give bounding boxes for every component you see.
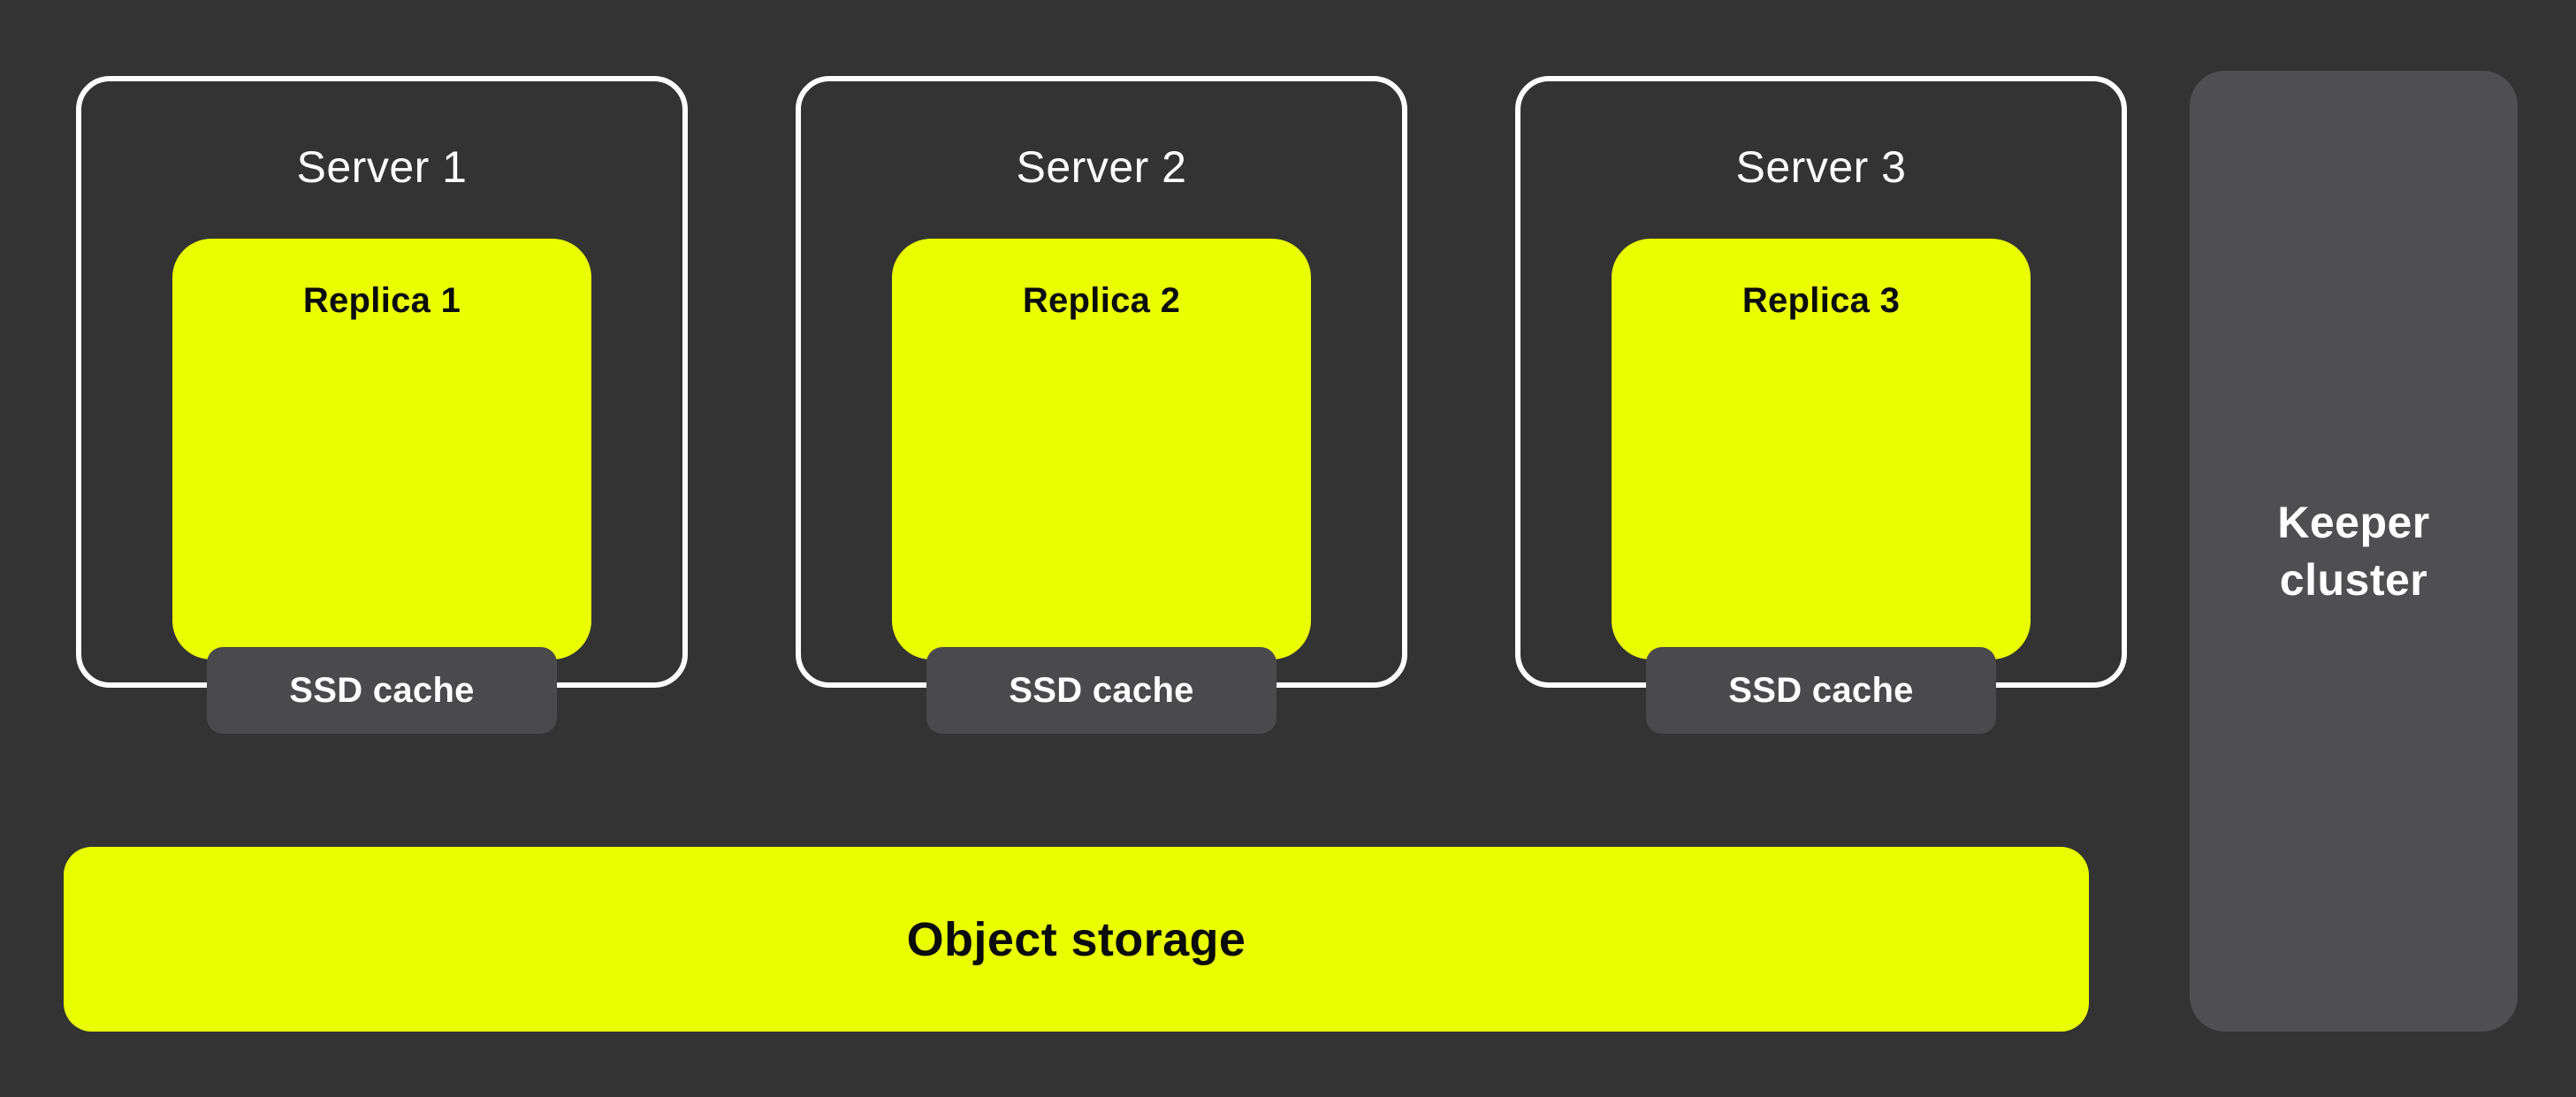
replica-box-3: Replica 3: [1612, 239, 2031, 659]
ssd-cache-badge-1: SSD cache: [207, 647, 557, 734]
ssd-cache-badge-2: SSD cache: [926, 647, 1277, 734]
server-box-1: Server 1 Replica 1 SSD cache: [76, 76, 688, 734]
server-box-3: Server 3 Replica 3 SSD cache: [1515, 76, 2127, 734]
ssd-cache-label: SSD cache: [1728, 670, 1914, 710]
server-title: Server 1: [296, 142, 468, 192]
replica-label: Replica 2: [1022, 281, 1181, 320]
ssd-cache-label: SSD cache: [289, 670, 475, 710]
ssd-cache-label: SSD cache: [1009, 670, 1194, 710]
keeper-cluster-label-line1: Keeper: [2277, 497, 2430, 547]
replica-label: Replica 3: [1741, 281, 1901, 320]
replica-label: Replica 1: [302, 281, 461, 320]
ssd-cache-badge-3: SSD cache: [1646, 647, 1996, 734]
server-title: Server 3: [1735, 142, 1907, 192]
server-box-2: Server 2 Replica 2 SSD cache: [796, 76, 1407, 734]
keeper-cluster-label-line2: cluster: [2279, 554, 2428, 605]
object-storage-bar: Object storage: [64, 847, 2089, 1032]
keeper-cluster-box: Keeper cluster: [2190, 71, 2518, 1032]
replica-box-2: Replica 2: [892, 239, 1311, 659]
object-storage-label: Object storage: [906, 912, 1246, 966]
server-title: Server 2: [1016, 142, 1187, 192]
replica-box-1: Replica 1: [172, 239, 591, 659]
